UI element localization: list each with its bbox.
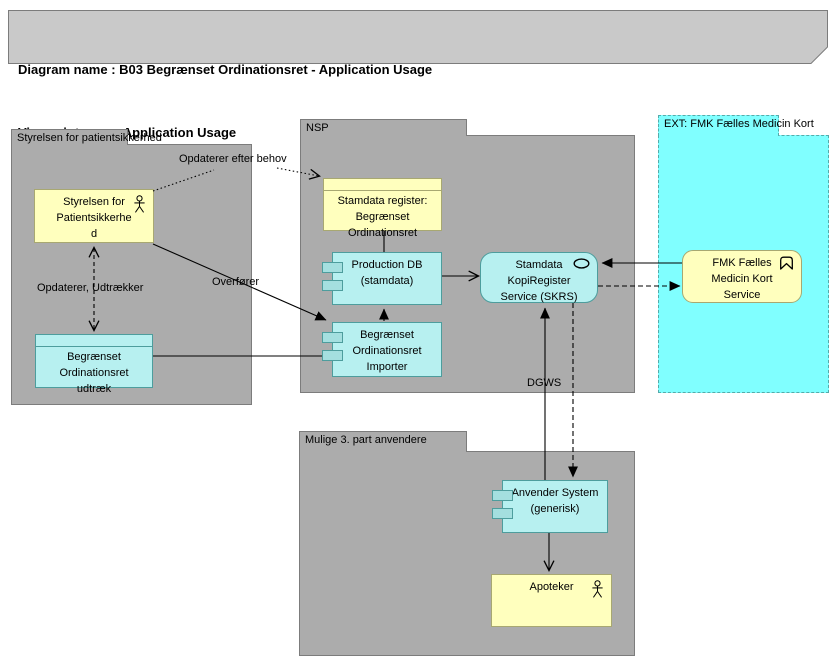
node-fmk-service[interactable]: FMK Fælles Medicin Kort Service xyxy=(682,250,802,303)
node-label: Production DB (stamdata) xyxy=(351,259,423,287)
node-label: Begrænset Ordinationsret udtræk xyxy=(59,351,129,395)
connector-overfoerer[interactable] xyxy=(152,243,327,321)
node-anvender-system[interactable]: Anvender System (generisk) xyxy=(492,480,608,533)
node-production-db[interactable]: Production DB (stamdata) xyxy=(322,252,442,305)
group-tab-styrelsen[interactable]: Styrelsen for patientsikkerhed xyxy=(11,129,162,145)
component-port-icon xyxy=(322,280,343,291)
relation-label-dgws: DGWS xyxy=(527,377,562,389)
relation-label-opdaterer-udtraekker: Opdaterer, Udtrækker xyxy=(37,282,144,294)
actor-icon xyxy=(592,580,603,598)
node-label: Apoteker xyxy=(529,581,574,593)
diagram-name-line: Diagram name : B03 Begrænset Ordinations… xyxy=(18,62,433,77)
node-label: FMK Fælles Medicin Kort Service xyxy=(711,257,773,301)
node-label: Stamdata KopiRegister Service (SKRS) xyxy=(500,259,578,303)
component-port-icon xyxy=(322,350,343,361)
relation-label-opdaterer-efter-behov: Opdaterer efter behov xyxy=(179,153,287,165)
service-interface-icon xyxy=(573,258,590,269)
group-tab-mulige[interactable]: Mulige 3. part anvendere xyxy=(299,431,467,452)
node-skrs[interactable]: Stamdata KopiRegister Service (SKRS) xyxy=(480,252,598,303)
node-label: Stamdata register: Begrænset Ordinations… xyxy=(337,195,428,239)
data-object-band xyxy=(36,335,152,347)
node-label: Begrænset Ordinationsret Importer xyxy=(352,329,422,373)
node-label: Anvender System (generisk) xyxy=(511,487,599,515)
actor-icon xyxy=(134,195,145,213)
title-note-shape xyxy=(8,10,828,64)
data-object-band xyxy=(324,179,441,191)
group-tab-nsp[interactable]: NSP xyxy=(300,119,467,136)
component-port-icon xyxy=(322,262,343,273)
bookmark-icon xyxy=(780,256,793,270)
connector-opdaterer-efter-behov-b[interactable] xyxy=(276,167,319,176)
component-port-icon xyxy=(492,490,513,501)
node-stamdata-register[interactable]: Stamdata register: Begrænset Ordinations… xyxy=(323,178,442,239)
component-port-icon xyxy=(322,332,343,343)
node-udtraek[interactable]: Begrænset Ordinationsret udtræk xyxy=(35,334,153,395)
relation-label-overfoerer: Overfører xyxy=(212,276,260,288)
node-apoteker[interactable]: Apoteker xyxy=(491,574,612,627)
connector-opdaterer-efter-behov-a[interactable] xyxy=(152,169,215,192)
group-tab-ext-fmk[interactable]: EXT: FMK Fælles Medicin Kort xyxy=(658,115,814,136)
node-importer[interactable]: Begrænset Ordinationsret Importer xyxy=(322,322,442,377)
node-label: Styrelsen for Patientsikkerhed xyxy=(56,196,132,240)
component-port-icon xyxy=(492,508,513,519)
node-styrelsen-actor[interactable]: Styrelsen for Patientsikkerhed xyxy=(34,189,154,243)
